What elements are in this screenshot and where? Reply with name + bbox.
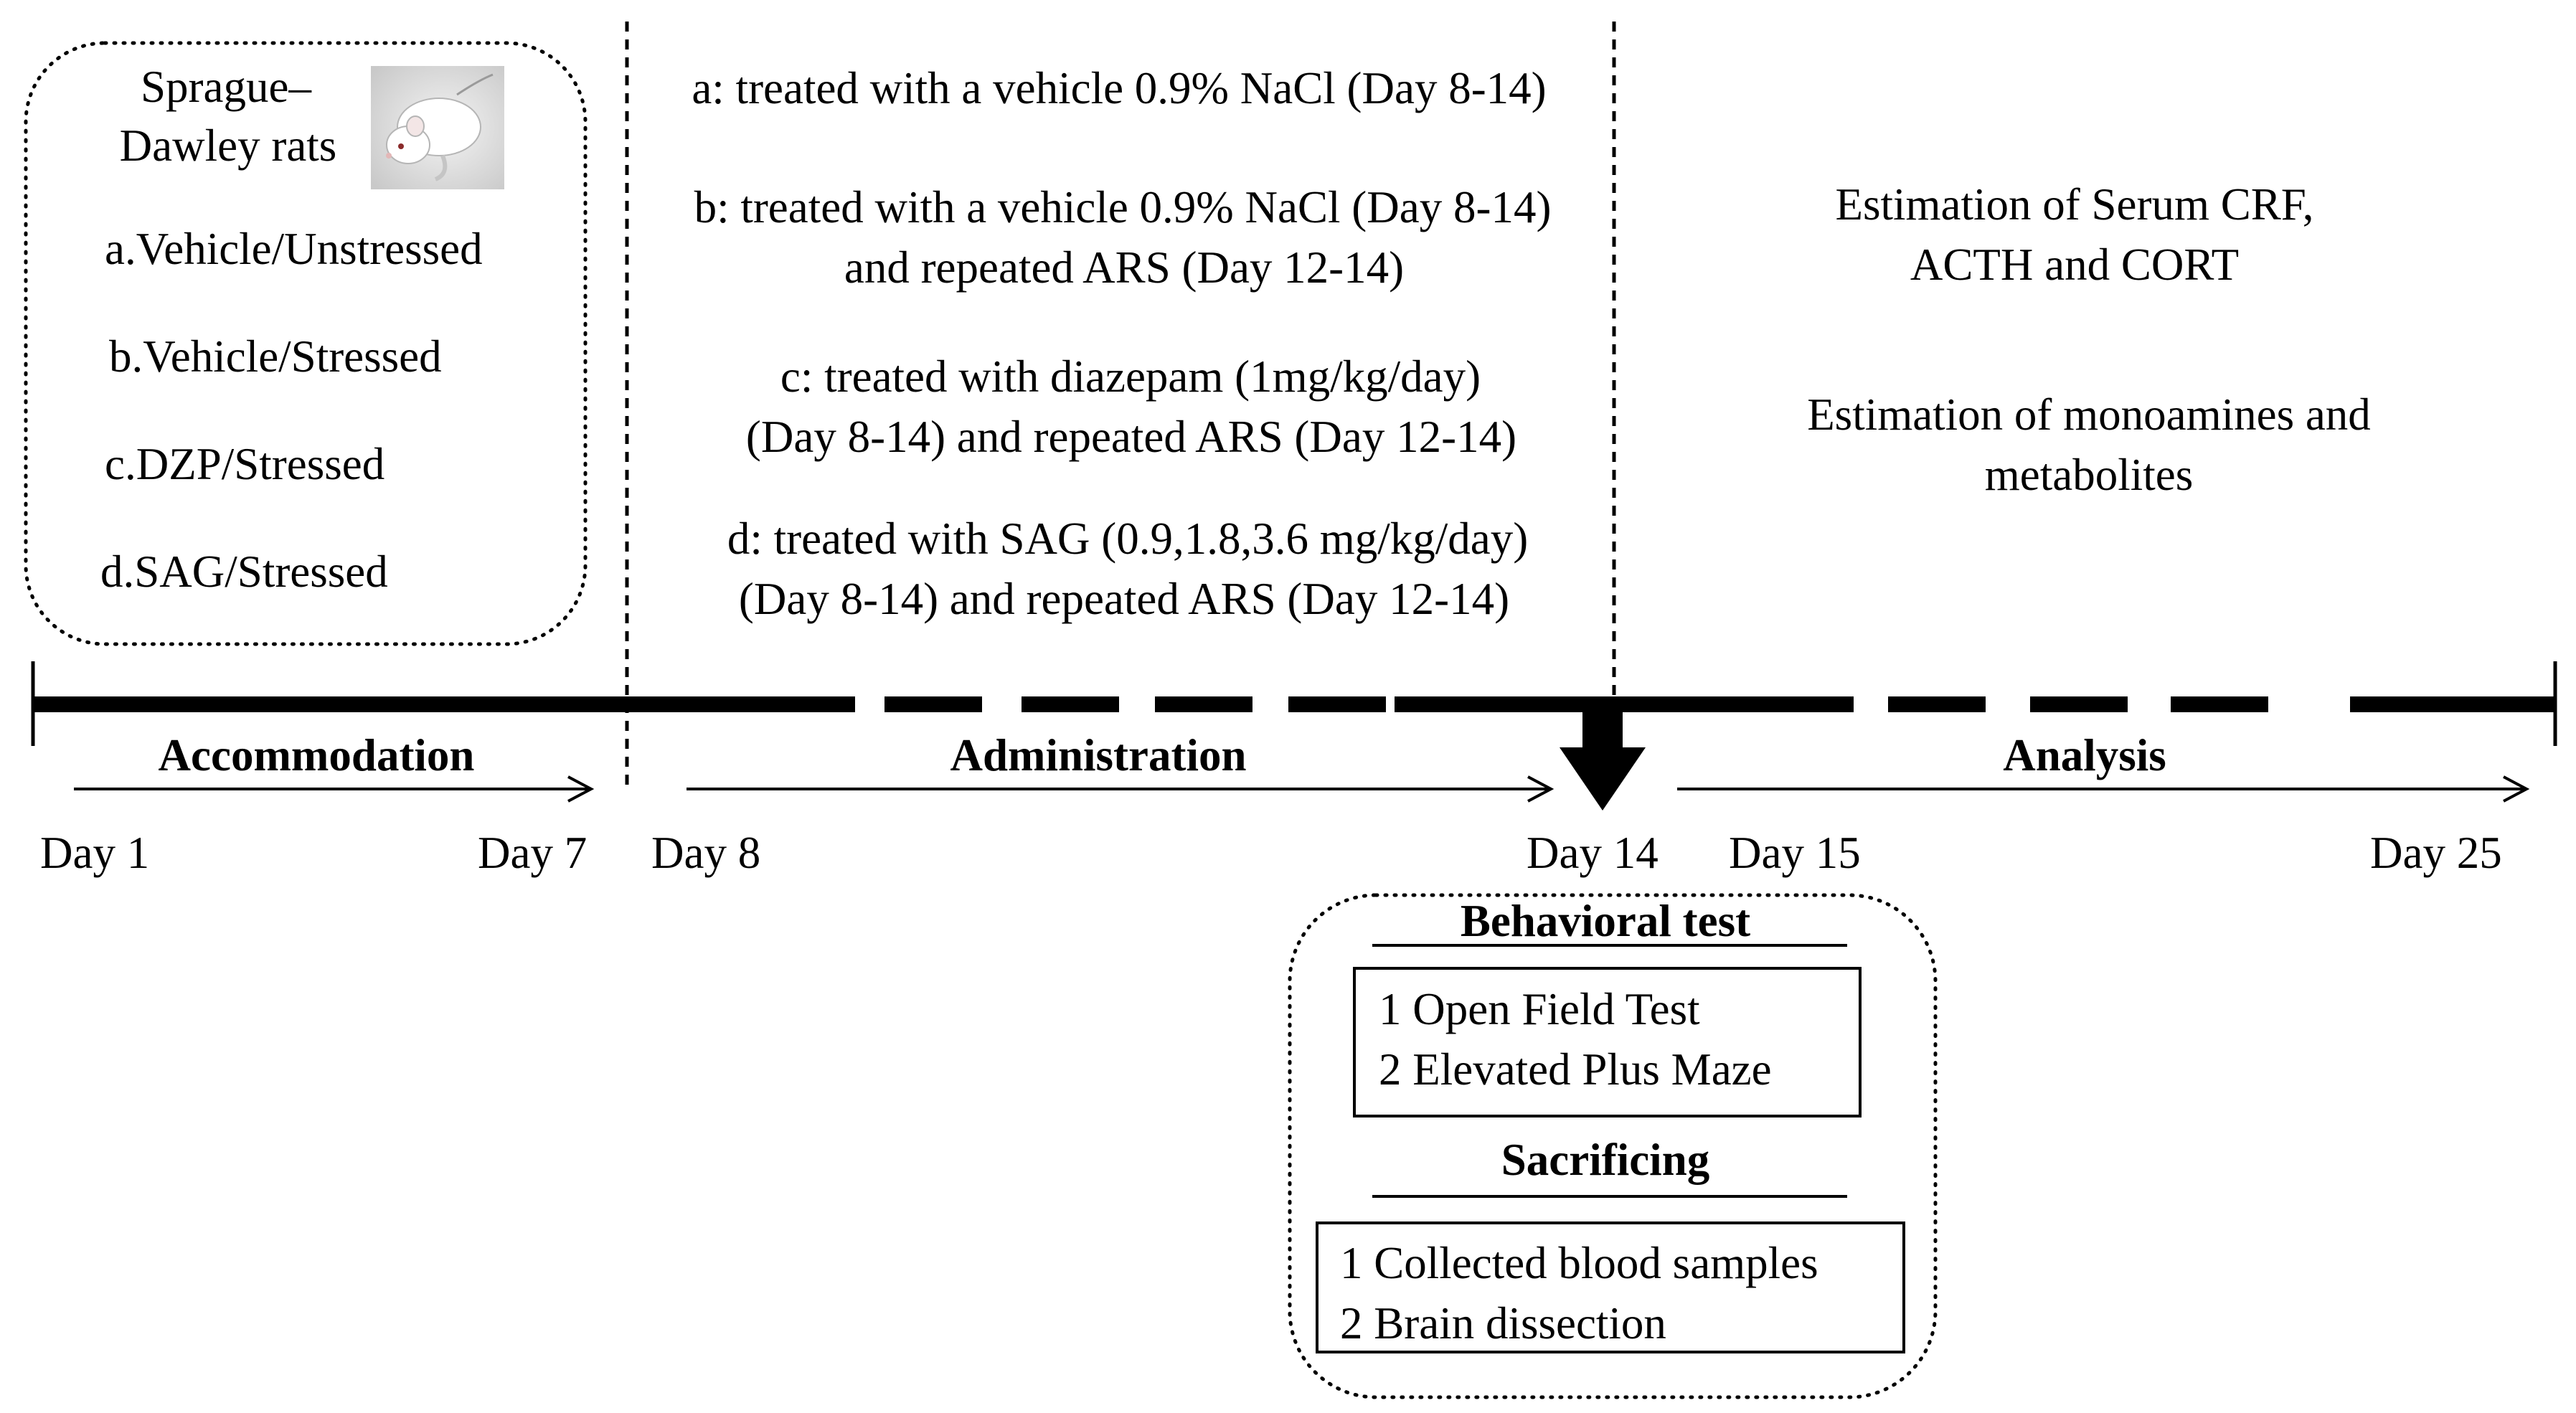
analysis-note-2-line-1: Estimation of monoamines and xyxy=(1807,389,2371,440)
behavioral-test-title: Behavioral test xyxy=(1460,896,1751,946)
treatment-b-line-1: b: treated with a vehicle 0.9% NaCl (Day… xyxy=(694,182,1552,232)
sacrificing-item-1: 1 Collected blood samples xyxy=(1340,1238,1818,1288)
sacrificing-item-2: 2 Brain dissection xyxy=(1340,1298,1666,1348)
analysis-note-2-line-2: metabolites xyxy=(1984,450,2194,500)
behavioral-item-1: 1 Open Field Test xyxy=(1379,984,1700,1034)
sacrificing-title: Sacrificing xyxy=(1501,1135,1710,1185)
sacrificing-items-box xyxy=(1316,1221,1905,1353)
phase-accommodation: Accommodation xyxy=(158,730,475,780)
behavioral-item-2: 2 Elevated Plus Maze xyxy=(1379,1044,1772,1095)
groups-box-border xyxy=(24,41,588,646)
treatment-d-line-1: d: treated with SAG (0.9,1.8,3.6 mg/kg/d… xyxy=(727,514,1529,564)
phase-administration: Administration xyxy=(950,730,1247,780)
treatment-b-line-2: and repeated ARS (Day 12-14) xyxy=(844,242,1405,293)
treatment-a: a: treated with a vehicle 0.9% NaCl (Day… xyxy=(692,63,1547,113)
treatment-d-line-2: (Day 8-14) and repeated ARS (Day 12-14) xyxy=(738,574,1510,624)
day-1-label: Day 1 xyxy=(40,828,150,878)
treatment-c-line-1: c: treated with diazepam (1mg/kg/day) xyxy=(780,351,1481,402)
group-a-label: a.Vehicle/Unstressed xyxy=(105,224,483,274)
procedures-box-border xyxy=(1288,893,1938,1399)
day-15-label: Day 15 xyxy=(1729,828,1861,878)
day-14-label: Day 14 xyxy=(1527,828,1659,878)
group-b-label: b.Vehicle/Stressed xyxy=(109,331,442,382)
rat-image xyxy=(371,66,504,189)
species-line-2: Dawley rats xyxy=(119,120,337,171)
day-7-label: Day 7 xyxy=(478,828,588,878)
accommodation-arrow xyxy=(74,775,595,803)
administration-arrow xyxy=(687,775,1554,803)
day14-down-arrow xyxy=(1560,710,1646,811)
analysis-note-1-line-2: ACTH and CORT xyxy=(1910,240,2240,290)
timeline-bar xyxy=(31,661,2557,746)
behavioral-items-box xyxy=(1353,967,1862,1117)
day-8-label: Day 8 xyxy=(651,828,761,878)
treatment-c-line-2: (Day 8-14) and repeated ARS (Day 12-14) xyxy=(745,412,1517,462)
phase-analysis: Analysis xyxy=(2003,730,2166,780)
species-line-1: Sprague– xyxy=(141,62,311,112)
analysis-note-1-line-1: Estimation of Serum CRF, xyxy=(1835,179,2314,230)
analysis-arrow xyxy=(1677,775,2530,803)
group-c-label: c.DZP/Stressed xyxy=(105,439,385,489)
group-d-label: d.SAG/Stressed xyxy=(100,547,388,597)
day-25-label: Day 25 xyxy=(2370,828,2502,878)
